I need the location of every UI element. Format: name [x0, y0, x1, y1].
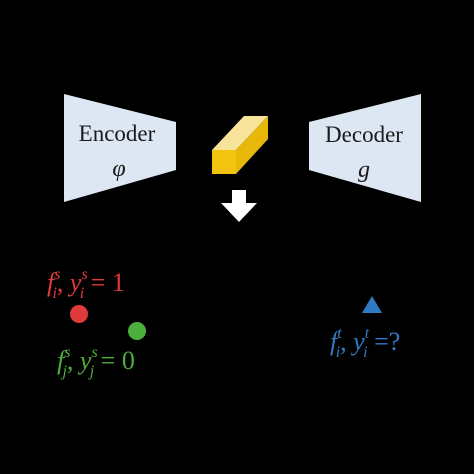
encoder-title: Encoder: [79, 121, 156, 146]
source-negative-sep: ,: [67, 346, 80, 375]
encoder-symbol: φ: [112, 156, 125, 182]
feature-cube-icon: [212, 116, 268, 174]
encoder-trapezoid: [64, 94, 176, 202]
target-y-sub: i: [363, 344, 367, 361]
source-negative-y-sub: j: [88, 363, 95, 380]
source-negative-f-sub: j: [60, 363, 67, 380]
source-positive-eq: = 1: [84, 268, 125, 297]
decoder-title: Decoder: [325, 122, 403, 147]
feature-cube-front: [212, 150, 236, 174]
encoder-block: Encoder φ: [64, 94, 176, 202]
source-positive-y: y: [67, 268, 82, 297]
target-f-sup: t: [337, 325, 342, 342]
source-negative-y-sup: s: [91, 344, 97, 361]
source-positive-f: f: [47, 268, 58, 297]
decoder-symbol: g: [358, 157, 370, 183]
target-sep: ,: [340, 327, 353, 356]
decoder-trapezoid: [309, 94, 421, 202]
source-positive-y-sub: i: [80, 285, 84, 302]
target-y: y: [350, 327, 365, 356]
down-arrow-icon: [221, 190, 257, 222]
source-negative-f-sup: s: [64, 344, 70, 361]
down-arrow-shape: [221, 190, 257, 222]
source-negative-marker: [128, 322, 146, 340]
target-eq: =?: [368, 327, 401, 356]
source-positive-f-sup: s: [54, 266, 60, 283]
source-negative-f: f: [57, 346, 68, 375]
target-marker: [362, 296, 382, 313]
feature-cube-top: [212, 116, 268, 150]
source-positive-y-sup: s: [81, 266, 87, 283]
target-y-sup: t: [365, 325, 370, 342]
target-f-sub: i: [336, 344, 340, 361]
source-negative-y: y: [77, 346, 92, 375]
source-positive-f-sub: i: [52, 285, 56, 302]
decoder-block: Decoder g: [309, 94, 421, 202]
source-positive-sep: ,: [57, 268, 70, 297]
source-negative-eq: = 0: [94, 346, 135, 375]
target-f: f: [330, 327, 341, 356]
feature-cube-side: [236, 116, 268, 174]
source-positive-marker: [70, 305, 88, 323]
